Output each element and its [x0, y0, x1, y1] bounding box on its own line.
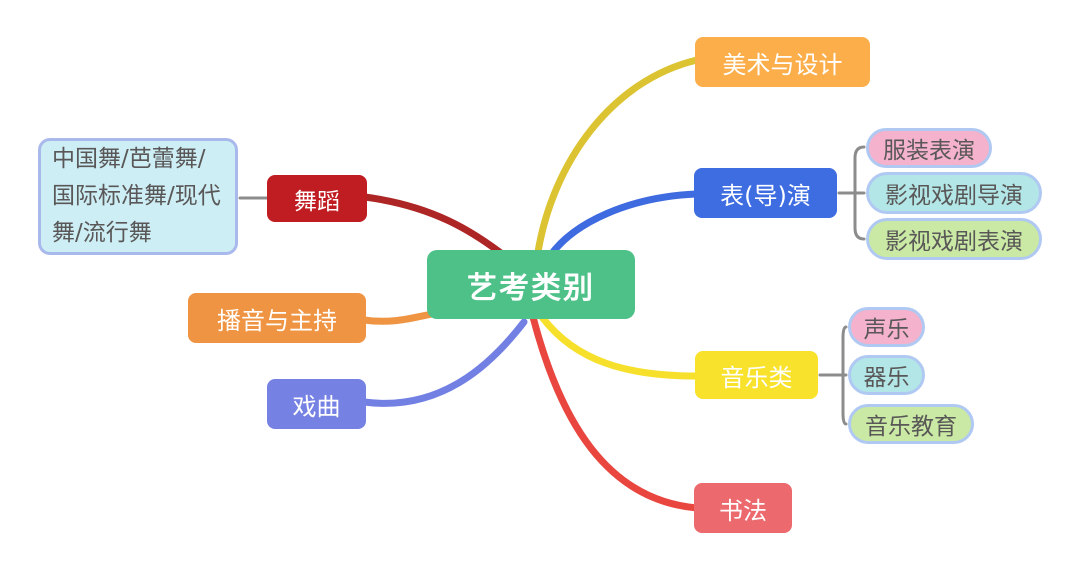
node-label: 舞蹈: [294, 188, 340, 215]
connector-acting-children: [837, 145, 866, 241]
edge-root-dance: [361, 193, 514, 264]
mindmap-node-dance: 舞蹈: [267, 175, 367, 222]
node-label: 影视戏剧导演: [885, 183, 1023, 209]
mindmap-node-vocal: 声乐: [848, 307, 925, 347]
node-label: 音乐教育: [865, 414, 957, 440]
edge-root-art-design: [534, 56, 701, 256]
node-label: 播音与主持: [217, 306, 337, 335]
edge-root-opera: [360, 318, 528, 407]
mindmap-node-dance-types: 中国舞/芭蕾舞/国际标准舞/现代舞/流行舞: [38, 138, 238, 255]
mindmap-node-music: 音乐类: [695, 351, 818, 399]
node-label: 声乐: [863, 317, 910, 343]
mindmap-node-music-education: 音乐教育: [848, 404, 974, 444]
mindmap-node-opera: 戏曲: [267, 379, 366, 429]
node-label: 表(导)演: [720, 181, 811, 210]
mindmap-node-instrumental: 器乐: [848, 355, 925, 395]
mindmap-node-calligraphy: 书法: [694, 483, 792, 533]
mindmap-node-fashion-show: 服装表演: [866, 128, 992, 168]
node-label: 音乐类: [720, 363, 793, 392]
mindmap-node-acting: 表(导)演: [694, 168, 837, 218]
edge-root-calligraphy: [529, 313, 701, 512]
node-label: 美术与设计: [722, 50, 843, 79]
edge-root-broadcast: [360, 310, 436, 325]
node-label: 戏曲: [292, 392, 341, 421]
node-label: 服装表演: [883, 138, 975, 164]
mindmap-node-film-directing: 影视戏剧导演: [866, 172, 1042, 214]
edge-root-acting: [546, 190, 700, 260]
edge-root-music: [538, 313, 701, 380]
node-label: 书法: [719, 496, 767, 525]
mindmap-node-art-design: 美术与设计: [695, 37, 870, 87]
mindmap-node-broadcast: 播音与主持: [188, 293, 366, 343]
node-label: 艺考类别: [467, 270, 595, 306]
connector-music-children: [818, 325, 848, 426]
node-label: 器乐: [863, 365, 910, 391]
mindmap-node-film-acting: 影视戏剧表演: [866, 218, 1042, 260]
mindmap-node-root: 艺考类别: [427, 250, 635, 319]
node-label: 影视戏剧表演: [885, 229, 1023, 255]
node-label: 中国舞/芭蕾舞/国际标准舞/现代舞/流行舞: [52, 146, 221, 246]
